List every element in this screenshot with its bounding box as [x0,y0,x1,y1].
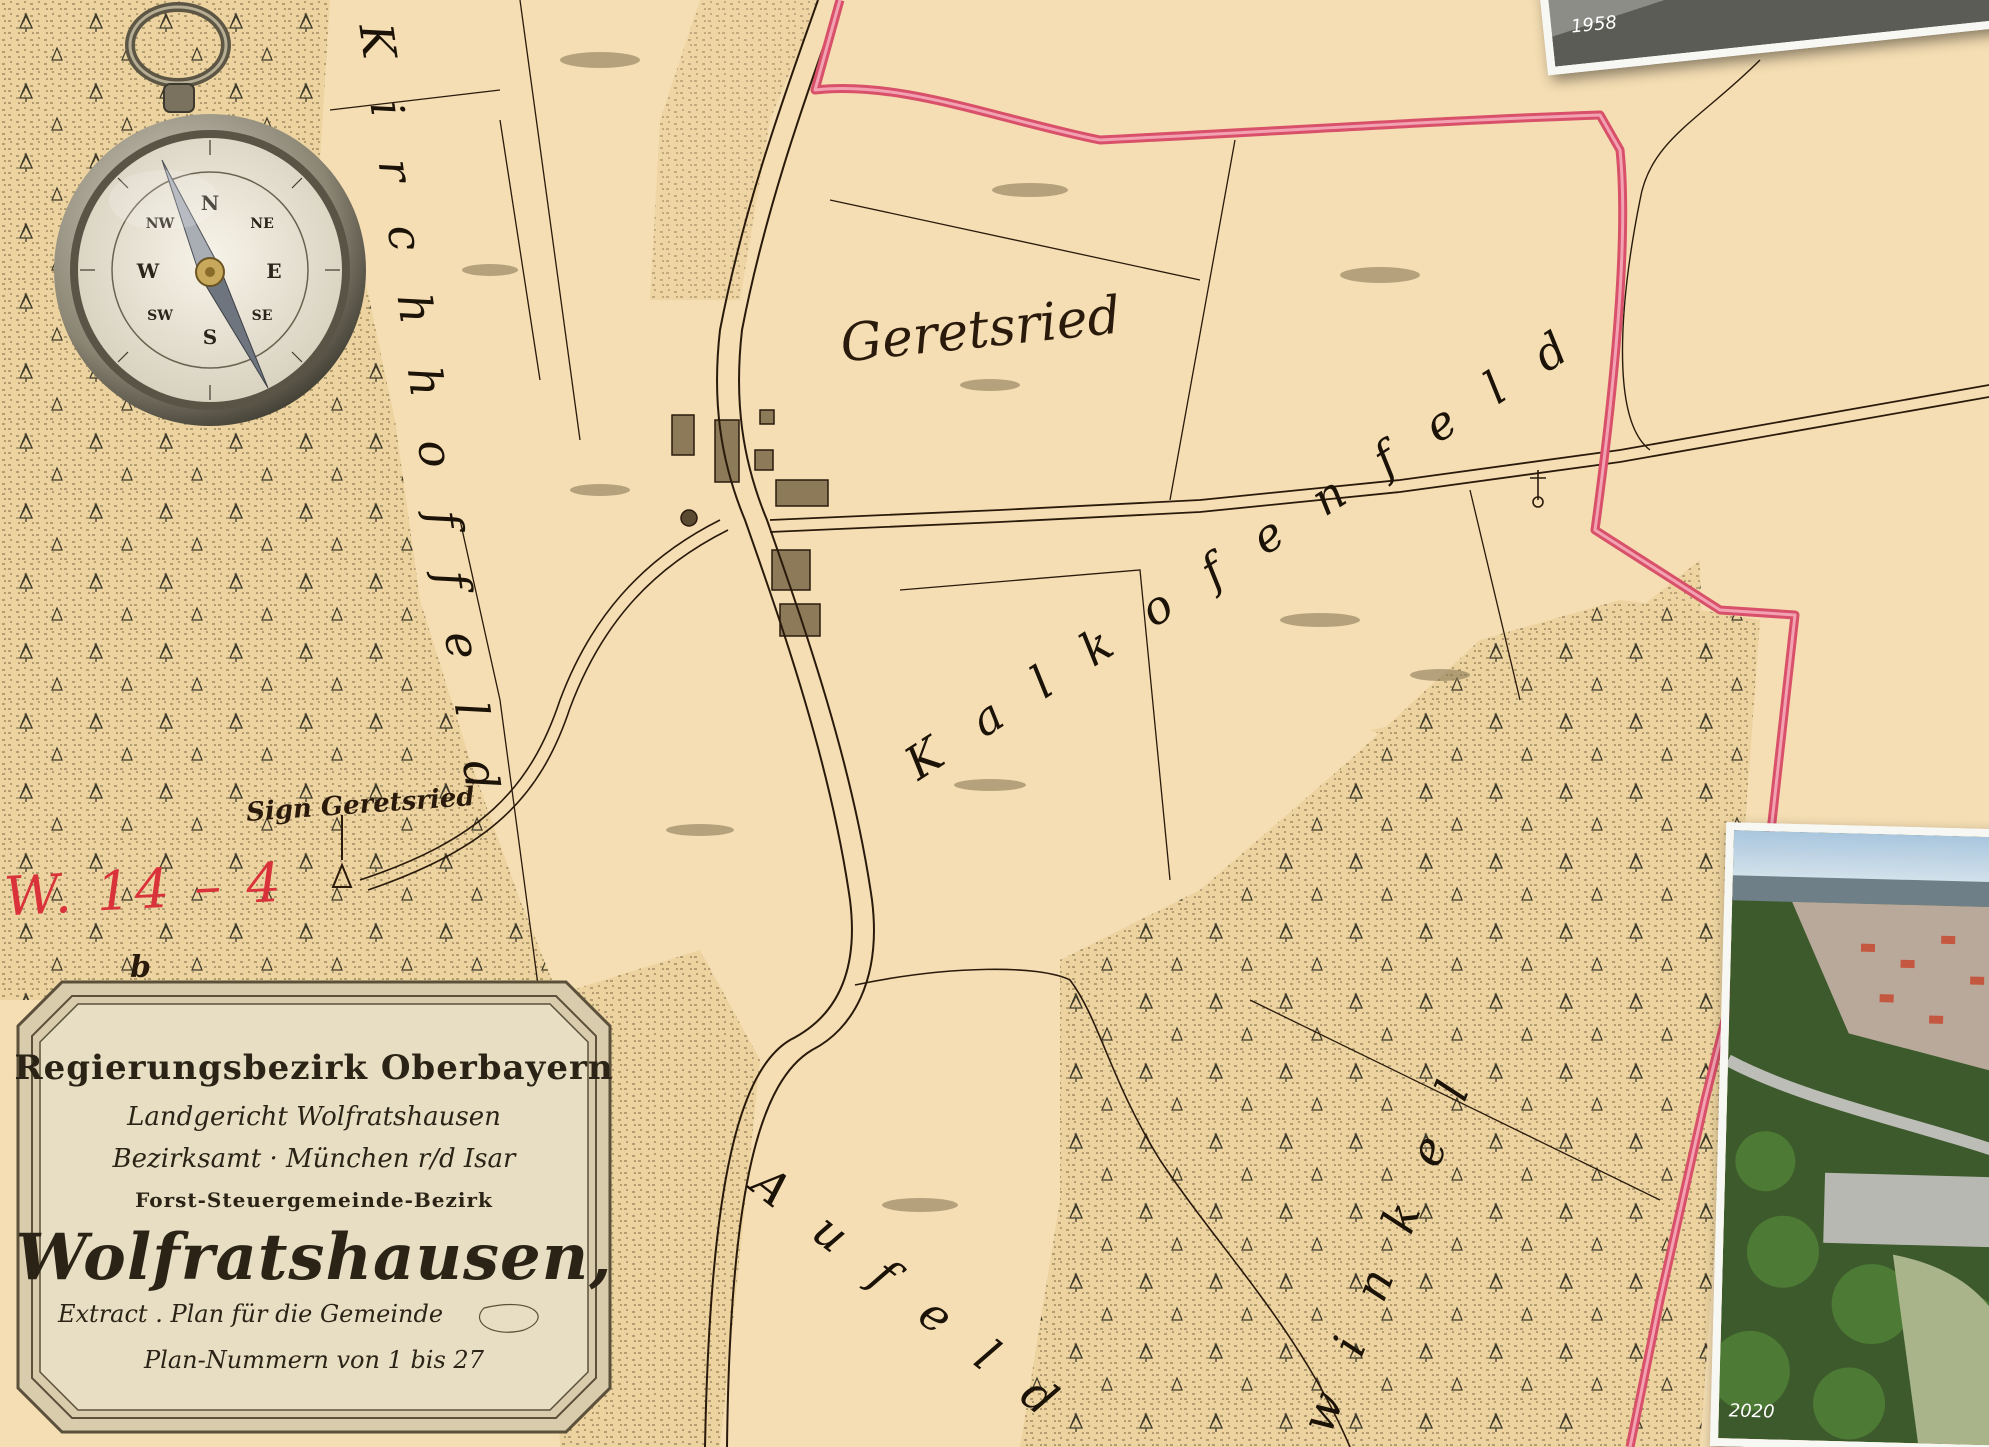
cartouche-line6: Extract . Plan für die Gemeinde [58,1300,444,1328]
forest-road-strip [650,0,820,300]
cartouche-line3: Bezirksamt · München r/d Isar [112,1144,516,1174]
partial-label: b [130,950,151,985]
field-lines [329,0,1661,1201]
cartouche-line1: Regierungsbezirk Oberbayern [14,1048,614,1088]
main-road [704,0,853,1447]
compass-w: W [136,259,160,283]
compass: N NE E SE S SW W NW [52,0,382,440]
compass-ne: NE [250,216,273,232]
photo-1958: 1958 [1536,0,1989,76]
photo-2020-year: 2020 [1728,1400,1775,1423]
village-buildings [671,409,829,637]
compass-n: N [201,191,219,215]
east-west-road [769,384,1989,521]
title-cartouche: Regierungsbezirk Oberbayern Landgericht … [14,978,614,1436]
photo-2020: 2020 [1709,822,1989,1447]
compass-se: SE [252,308,273,324]
compass-e: E [266,259,281,283]
cartouche-line5: Wolfratshausen, [15,1220,613,1295]
cartouche-line7: Plan-Nummern von 1 bis 27 [144,1346,484,1374]
compass-s: S [203,325,217,349]
forest-mid-right [1370,560,1705,830]
cartouche-line4: Forst-Steuergemeinde-Bezirk [135,1188,493,1212]
compass-nw: NW [146,216,175,232]
compass-ticks [80,140,340,400]
cartouche-line2: Landgericht Wolfratshausen [127,1102,501,1132]
signal-triangle [331,815,353,888]
compass-sw: SW [147,308,173,324]
